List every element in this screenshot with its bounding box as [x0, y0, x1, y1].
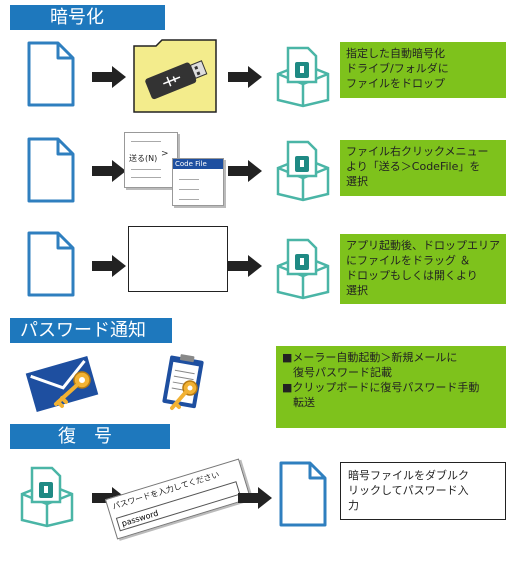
note-line: 力 — [348, 499, 359, 512]
password-notify-note: ■メーラー自動起動＞新規メールに 復号パスワード記載 ■クリップボードに復号パス… — [276, 346, 506, 428]
section-notify-header: パスワード通知 — [10, 318, 172, 343]
right-arrow-icon — [92, 160, 126, 182]
note-line: ■メーラー自動起動＞新規メールに — [282, 351, 458, 364]
decrypt-note: 暗号ファイルをダブルク リックしてパスワード入 力 — [340, 462, 506, 520]
encrypted-box-icon[interactable] — [16, 458, 78, 528]
section-encrypt-header: 暗号化 — [10, 5, 165, 30]
note-line: 復号パスワード記載 — [282, 366, 392, 379]
note-line: アプリ起動後、ドロップエリア — [346, 239, 500, 252]
encrypted-box-icon — [272, 132, 334, 202]
section-decrypt-header: 復 号 — [10, 424, 170, 449]
submenu-arrow: > — [161, 149, 169, 159]
mail-key-icon — [22, 352, 104, 414]
note-line: 暗号ファイルをダブルク — [348, 469, 469, 482]
note-line: ファイル右クリックメニュー — [346, 145, 489, 158]
note-line: 指定した自動暗号化 — [346, 47, 445, 60]
document-icon — [278, 460, 328, 528]
right-arrow-icon — [228, 66, 262, 88]
note-line: 転送 — [282, 396, 315, 409]
note-line: ■クリップボードに復号パスワード手動 — [282, 381, 480, 394]
section-encrypt-title: 暗号化 — [50, 7, 104, 28]
section-decrypt-title: 復 号 — [58, 426, 112, 447]
note-line: リックしてパスワード入 — [348, 484, 469, 497]
send-to-menu-item[interactable]: 送る(N) — [129, 154, 158, 163]
instruction-note: アプリ起動後、ドロップエリア にファイルをドラッグ ＆ ドロップもしくは開くより… — [340, 234, 506, 304]
drop-area[interactable] — [128, 226, 228, 292]
document-icon — [26, 40, 76, 108]
note-line: より「送る＞CodeFile」を — [346, 160, 481, 173]
usb-folder-icon — [132, 38, 218, 114]
encrypted-box-icon — [272, 38, 334, 108]
note-line: ファイルをドロップ — [346, 77, 445, 90]
context-submenu: Code File — [172, 158, 224, 206]
instruction-note: 指定した自動暗号化 ドライブ/フォルダに ファイルをドロップ — [340, 42, 506, 98]
right-arrow-icon — [228, 160, 262, 182]
note-line: ドライブ/フォルダに — [346, 62, 449, 75]
right-arrow-icon — [238, 487, 272, 509]
right-arrow-icon — [92, 66, 126, 88]
document-icon — [26, 136, 76, 204]
codefile-menu-item[interactable]: Code File — [173, 159, 223, 169]
document-icon — [26, 230, 76, 298]
right-arrow-icon — [228, 255, 262, 277]
instruction-note: ファイル右クリックメニュー より「送る＞CodeFile」を 選択 — [340, 140, 506, 196]
right-arrow-icon — [92, 255, 126, 277]
context-menu: 送る(N) — [124, 132, 178, 188]
clipboard-key-icon — [158, 352, 210, 414]
note-line: にファイルをドラッグ ＆ — [346, 254, 471, 267]
note-line: ドロップもしくは開くより — [346, 269, 478, 282]
note-line: 選択 — [346, 284, 368, 297]
encrypted-box-icon — [272, 230, 334, 300]
password-dialog: パスワードを入力してください password — [104, 458, 252, 540]
section-notify-title: パスワード通知 — [20, 320, 146, 341]
note-line: 選択 — [346, 175, 368, 188]
